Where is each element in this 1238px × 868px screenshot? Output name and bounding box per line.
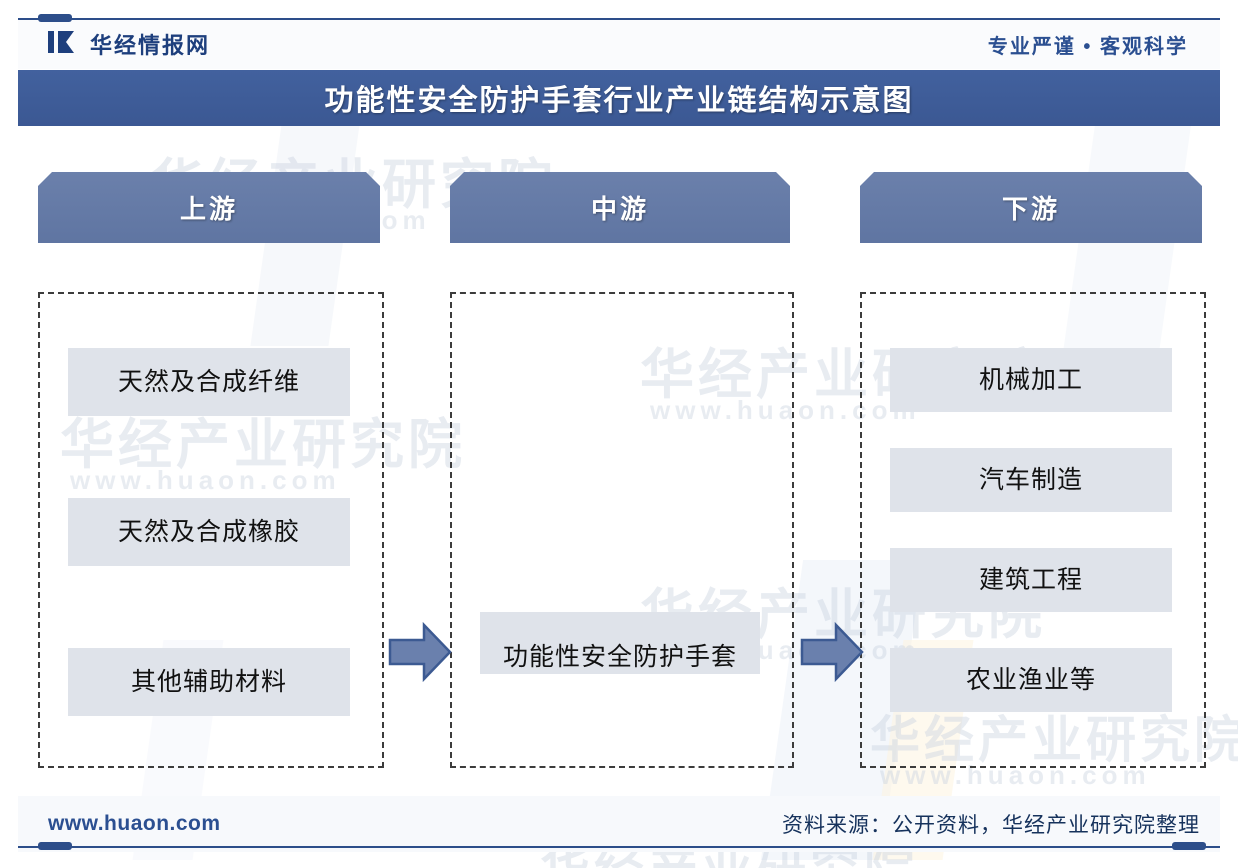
footer-rule-accent-left [38,842,72,850]
group-box-midstream [450,292,794,768]
node-downstream-3: 建筑工程 [890,548,1172,612]
brand-name: 华经情报网 [90,33,211,58]
column-upstream: 上游 [38,172,380,243]
header-slogan: 专业严谨 • 客观科学 [987,35,1188,58]
column-downstream: 下游 [860,172,1202,243]
column-header-upstream: 上游 [38,172,380,243]
node-label: 农业渔业等 [965,665,1096,694]
node-label: 天然及合成橡胶 [117,517,300,546]
diagram-canvas: 上游 中游 下游 天然及合成纤维 天然及合成橡胶 其他辅助材料 功能性安全防护手… [0,126,1238,796]
right-arrow-icon [800,621,864,688]
huajing-logo-icon [48,30,78,59]
node-upstream-3: 其他辅助材料 [68,648,350,716]
node-label: 机械加工 [978,365,1083,394]
node-downstream-4: 农业渔业等 [890,648,1172,712]
node-midstream-1: 功能性安全防护手套 [480,612,760,674]
page-footer: www.huaon.com 资料来源：公开资料，华经产业研究院整理 [18,796,1220,852]
node-downstream-2: 汽车制造 [890,448,1172,512]
node-label: 汽车制造 [978,465,1083,494]
footer-source: 资料来源：公开资料，华经产业研究院整理 [782,814,1200,837]
node-label: 天然及合成纤维 [117,367,300,396]
column-header-downstream: 下游 [860,172,1202,243]
chart-title-bar: 功能性安全防护手套行业产业链结构示意图 [18,70,1220,126]
group-box-downstream [860,292,1206,768]
node-label: 其他辅助材料 [130,667,287,696]
column-midstream: 中游 [450,172,790,243]
page-title: 功能性安全防护手套行业产业链结构示意图 [324,85,914,117]
footer-rule-accent-right [1172,842,1206,850]
column-header-label: 上游 [179,194,238,224]
brand: 华经情报网 [18,28,210,60]
footer-url[interactable]: www.huaon.com [48,812,221,835]
header-rule-accent [38,14,72,22]
node-downstream-1: 机械加工 [890,348,1172,412]
column-header-label: 中游 [590,194,649,224]
page-header: 华经情报网 专业严谨 • 客观科学 [18,16,1220,69]
right-arrow-icon [388,621,452,688]
node-upstream-2: 天然及合成橡胶 [68,498,350,566]
footer-rule [18,846,1220,848]
node-label: 功能性安全防护手套 [502,642,737,671]
node-label: 建筑工程 [978,565,1083,594]
column-header-midstream: 中游 [450,172,790,243]
header-rule [18,18,1220,20]
column-header-label: 下游 [1001,194,1060,224]
node-upstream-1: 天然及合成纤维 [68,348,350,416]
